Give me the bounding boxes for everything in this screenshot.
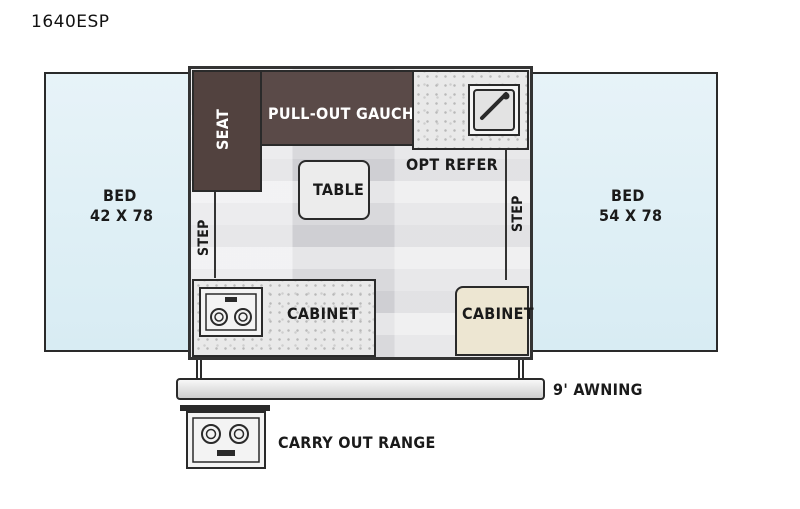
awning	[176, 378, 545, 400]
table-label: TABLE	[313, 180, 365, 199]
step-right-label: STEP	[510, 195, 526, 232]
awning-bracket-left	[196, 360, 202, 380]
sink-icon	[468, 84, 520, 136]
table	[298, 160, 370, 220]
cabinet-right	[455, 286, 529, 356]
bed-left-title: BED	[103, 186, 137, 205]
step-right	[505, 150, 529, 280]
carry-out-range-label: CARRY OUT RANGE	[278, 433, 436, 452]
stove-icon	[199, 287, 263, 337]
step-left	[192, 192, 216, 278]
step-left-label: STEP	[196, 219, 212, 256]
cabinet-right-label: CABINET	[462, 304, 534, 323]
seat	[192, 70, 262, 192]
cabinet-left-label: CABINET	[287, 304, 359, 323]
range-icon	[186, 411, 266, 469]
bed-right-title: BED	[611, 186, 645, 205]
awning-bracket-right	[518, 360, 524, 380]
gaucho-label: PULL-OUT GAUCHO	[268, 104, 427, 123]
model-name: 1640ESP	[31, 12, 110, 32]
range-mount	[180, 405, 270, 411]
opt-refer-label: OPT REFER	[406, 155, 498, 174]
bed-right	[530, 72, 718, 352]
bed-right-size: 54 X 78	[599, 206, 663, 225]
bed-left	[44, 72, 190, 352]
bed-left-size: 42 X 78	[90, 206, 154, 225]
awning-label: 9' AWNING	[553, 380, 643, 399]
seat-label: SEAT	[213, 108, 232, 150]
